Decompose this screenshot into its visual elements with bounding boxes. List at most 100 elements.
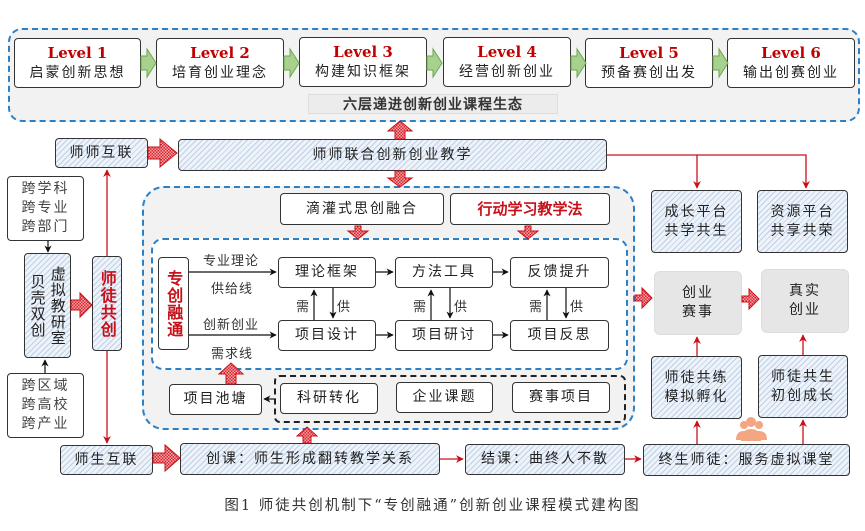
mentor-symbiosis-box[interactable]: 师徒共生 初创成长 — [758, 355, 848, 418]
supply-line-label-1: 专业理论 — [203, 254, 260, 269]
level-2-title: 培育创业理念 — [172, 64, 268, 81]
block-arrow-right-icon — [152, 443, 181, 473]
level-1-box[interactable]: Level 1 启蒙创新思想 — [14, 38, 141, 88]
beike-virtual-lab-box[interactable]: 虚拟教研室 贝壳双创 — [24, 253, 71, 358]
real-startup-box[interactable]: 真实 创业 — [761, 269, 849, 333]
project-discussion-box[interactable]: 项目研讨 — [395, 320, 493, 351]
end-course-text: 结课：曲终人不散 — [481, 451, 609, 468]
research-transfer-box[interactable]: 科研转化 — [280, 383, 378, 414]
need-label-3: 需 — [529, 300, 544, 315]
block-arrow-right-icon — [741, 287, 760, 311]
cross-discipline-box[interactable]: 跨学科 跨专业 跨部门 — [7, 176, 84, 241]
level-3-box[interactable]: Level 3 构建知识框架 — [299, 37, 427, 87]
level-4-label: Level 4 — [477, 43, 537, 62]
cross-region-box[interactable]: 跨区域 跨高校 跨产业 — [7, 373, 84, 438]
ecosystem-label-text: 六层递进创新创业课程生态 — [343, 97, 523, 113]
project-pool-text: 项目池塘 — [183, 391, 248, 408]
create-course-text: 创课：师生形成翻转教学关系 — [206, 450, 414, 467]
joint-teaching-text: 师师联合创新创业教学 — [312, 146, 473, 163]
competition-project-text: 赛事项目 — [529, 389, 593, 406]
level-3-label: Level 3 — [333, 43, 393, 62]
cross-bottom-3: 跨产业 — [21, 415, 70, 432]
virtual-lab-text: 虚拟教研室 — [48, 265, 67, 346]
level-4-title: 经营创新创业 — [459, 63, 555, 80]
feedback-text: 反馈提升 — [527, 264, 592, 281]
block-arrow-up-icon — [386, 120, 414, 140]
block-arrow-down-icon — [386, 170, 414, 188]
competition-project-box[interactable]: 赛事项目 — [512, 382, 610, 413]
cross-top-3: 跨部门 — [21, 218, 70, 235]
zhuanchuang-box[interactable]: 专创融通 — [158, 257, 189, 350]
mentor-cocreate-text: 师徒共创 — [97, 269, 117, 338]
figure-caption: 图1 师徒共创机制下“专创融通”创新创业课程模式建构图 — [0, 494, 865, 515]
practice-line1: 师徒共练 — [664, 369, 729, 386]
need-label-2: 需 — [413, 300, 428, 315]
symbiosis-line2: 初创成长 — [771, 387, 835, 404]
beike-text: 贝壳双创 — [28, 273, 47, 338]
method-tools-box[interactable]: 方法工具 — [395, 257, 493, 288]
student-link-box[interactable]: 师生互联 — [60, 445, 153, 475]
level-1-title: 启蒙创新思想 — [29, 64, 126, 81]
research-transfer-text: 科研转化 — [297, 390, 361, 407]
teacher-link-box[interactable]: 师师互联 — [55, 138, 148, 168]
level-6-label: Level 6 — [761, 44, 821, 63]
level-5-box[interactable]: Level 5 预备赛创出发 — [585, 38, 713, 88]
theory-framework-box[interactable]: 理论框架 — [278, 257, 376, 288]
block-arrow-right-icon — [70, 291, 93, 319]
practice-line2: 模拟孵化 — [664, 388, 729, 405]
level-1-label: Level 1 — [47, 44, 108, 63]
lifelong-mentor-text: 终生师徒：服务虚拟课堂 — [658, 451, 835, 468]
demand-line-label-2: 需求线 — [211, 347, 254, 362]
project-pool-box[interactable]: 项目池塘 — [169, 384, 262, 415]
people-group-icon — [736, 417, 767, 441]
ecosystem-label: 六层递进创新创业课程生态 — [308, 94, 558, 114]
block-arrow-right-icon — [147, 137, 178, 169]
project-reflection-box[interactable]: 项目反思 — [510, 320, 609, 351]
supply-label-1: 供 — [337, 300, 352, 315]
end-course-box[interactable]: 结课：曲终人不散 — [465, 444, 625, 475]
cross-bottom-1: 跨区域 — [21, 378, 70, 395]
theory-framework-text: 理论框架 — [295, 264, 359, 281]
level-5-title: 预备赛创出发 — [601, 64, 697, 81]
project-design-box[interactable]: 项目设计 — [278, 320, 376, 351]
lifelong-mentor-box[interactable]: 终生师徒：服务虚拟课堂 — [643, 444, 850, 476]
action-learning-box[interactable]: 行动学习教学法 — [450, 193, 610, 225]
resource-platform-line1: 资源平台 — [770, 203, 835, 220]
project-reflection-text: 项目反思 — [527, 327, 592, 344]
real-startup-line1: 真实 — [789, 283, 821, 300]
joint-to-resource-arrow — [607, 154, 810, 189]
level-6-box[interactable]: Level 6 输出创赛创业 — [727, 38, 855, 88]
level-5-label: Level 5 — [619, 44, 679, 63]
teacher-link-text: 师师互联 — [69, 144, 134, 161]
mentor-practice-box[interactable]: 师徒共练 模拟孵化 — [651, 356, 742, 419]
figure-caption-text: 图1 师徒共创机制下“专创融通”创新创业课程模式建构图 — [224, 498, 641, 514]
supply-label-2: 供 — [454, 300, 469, 315]
symbiosis-line1: 师徒共生 — [771, 368, 835, 385]
feedback-box[interactable]: 反馈提升 — [510, 257, 609, 288]
student-link-text: 师生互联 — [74, 451, 139, 468]
growth-platform-box[interactable]: 成长平台 共学共生 — [651, 190, 742, 253]
enterprise-topic-box[interactable]: 企业课题 — [396, 382, 493, 413]
resource-platform-line2: 共享共荣 — [770, 222, 835, 239]
mentor-cocreate-box[interactable]: 师徒共创 — [92, 256, 122, 351]
joint-teaching-box[interactable]: 师师联合创新创业教学 — [178, 139, 607, 171]
action-learning-text: 行动学习教学法 — [477, 199, 583, 218]
enterprise-topic-text: 企业课题 — [412, 389, 477, 406]
cross-top-1: 跨学科 — [21, 181, 70, 198]
drip-integration-box[interactable]: 滴灌式思创融合 — [280, 193, 444, 225]
resource-platform-box[interactable]: 资源平台 共享共荣 — [757, 190, 848, 253]
startup-competition-box[interactable]: 创业 赛事 — [654, 271, 742, 335]
create-course-box[interactable]: 创课：师生形成翻转教学关系 — [180, 443, 440, 475]
project-discussion-text: 项目研讨 — [412, 327, 476, 344]
level-2-box[interactable]: Level 2 培育创业理念 — [156, 38, 284, 88]
level-3-title: 构建知识框架 — [315, 63, 411, 80]
competition-line1: 创业 — [682, 285, 714, 302]
level-6-title: 输出创赛创业 — [743, 64, 839, 81]
project-design-text: 项目设计 — [295, 327, 359, 344]
level-4-box[interactable]: Level 4 经营创新创业 — [443, 37, 571, 87]
supply-line-label-2: 供给线 — [211, 282, 254, 297]
method-tools-text: 方法工具 — [412, 264, 476, 281]
zhuanchuang-text: 专创融通 — [164, 269, 184, 338]
growth-platform-line1: 成长平台 — [664, 203, 729, 220]
cross-top-2: 跨专业 — [21, 200, 70, 217]
